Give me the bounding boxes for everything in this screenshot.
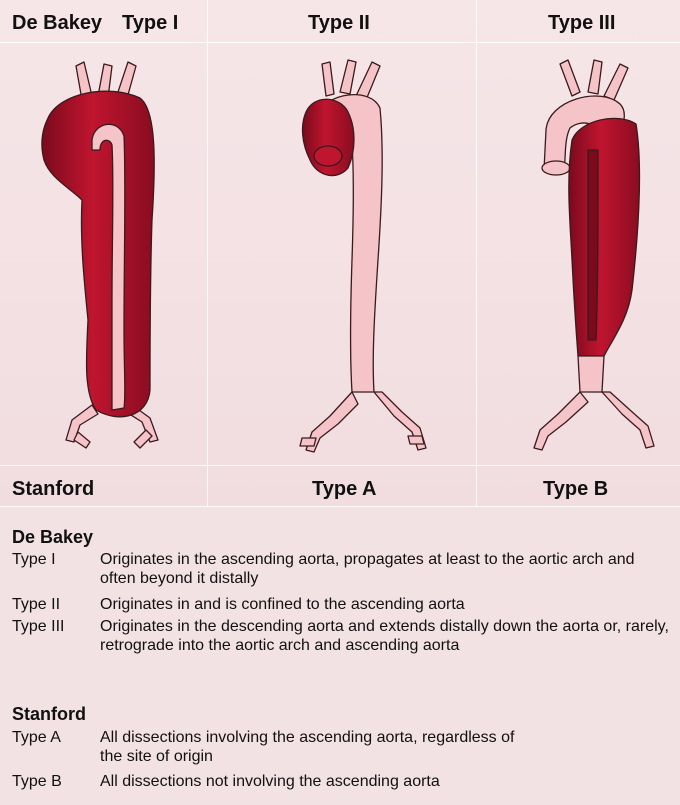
legend-row-desc: Originates in and is confined to the asc… [100, 595, 672, 614]
legend-row-label: Type III [12, 617, 97, 636]
legend-row-label: Type B [12, 772, 97, 791]
aorta-type2 [300, 60, 426, 452]
legend-row-desc: All dissections involving the ascending … [100, 728, 520, 766]
stanford-legend-title: Stanford [12, 704, 86, 725]
aorta-type3 [534, 60, 654, 450]
debakey-legend-title: De Bakey [12, 527, 93, 548]
legend-row-label: Type A [12, 728, 97, 747]
legend-row-label: Type I [12, 550, 97, 569]
legend-row-label: Type II [12, 595, 97, 614]
aorta-illustrations [0, 0, 680, 507]
legend-row-desc: Originates in the descending aorta and e… [100, 617, 672, 655]
legend-row-desc: All dissections not involving the ascend… [100, 772, 672, 791]
legend-panel: De Bakey Type I Originates in the ascend… [0, 507, 680, 805]
legend-row-desc: Originates in the ascending aorta, propa… [100, 550, 672, 588]
aorta-type1 [42, 62, 158, 448]
